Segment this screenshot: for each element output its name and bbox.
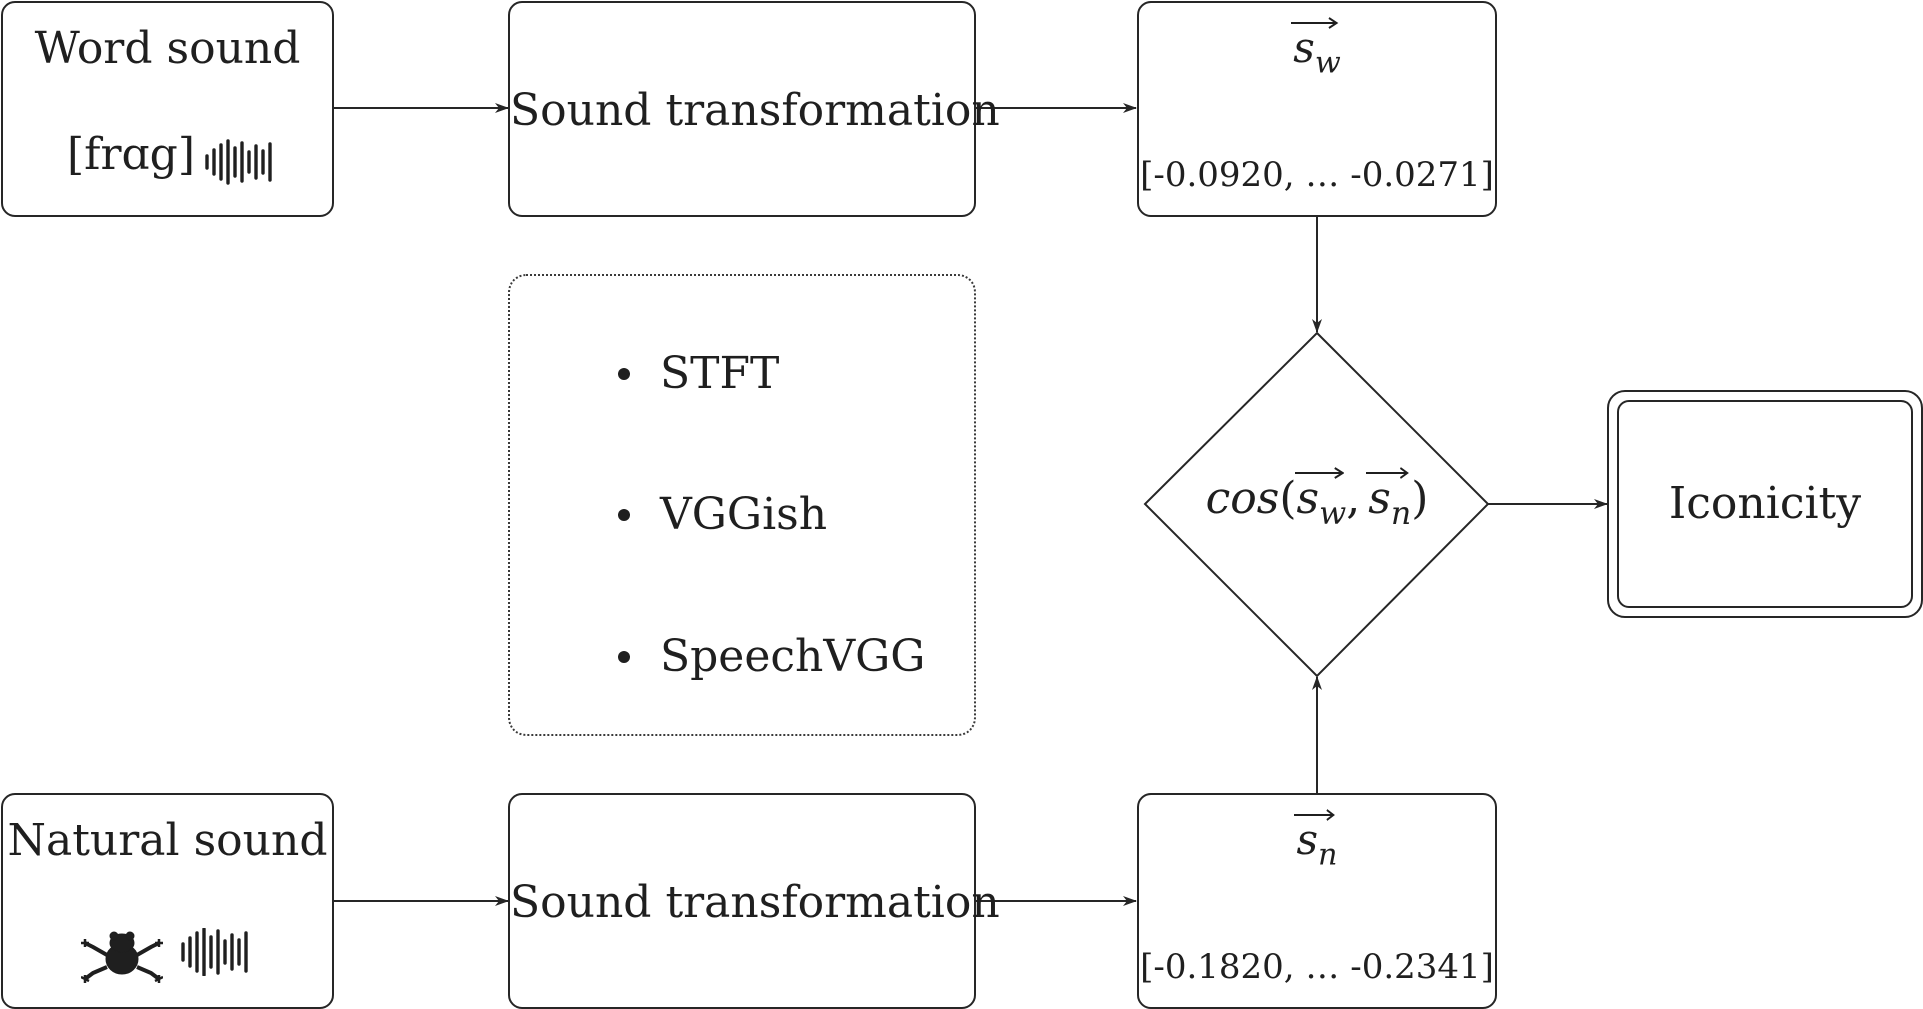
audio-waveform-icon xyxy=(205,139,272,185)
natural-sound-box: Natural sound xyxy=(1,793,334,1009)
vector-letter: s xyxy=(1368,473,1391,524)
audio-waveform-icon xyxy=(181,928,248,976)
vector-arrow-icon xyxy=(1294,809,1336,821)
vector-n-values: [-0.1820, … -0.2341] xyxy=(1140,947,1494,987)
method-item: SpeechVGG xyxy=(618,631,925,682)
vector-letter: s xyxy=(1296,473,1320,524)
vector-w-subscript: w xyxy=(1314,45,1341,81)
method-label: STFT xyxy=(660,348,780,399)
word-sound-ipa: [frɑg] xyxy=(67,129,195,180)
vector-n-notation: sn xyxy=(1294,809,1338,873)
vector-arrow-icon xyxy=(1294,467,1345,479)
vector-w-values: [-0.0920, … -0.0271] xyxy=(1140,155,1494,195)
vector-w-symbol: sw xyxy=(1139,17,1495,81)
vector-n-box: sn [-0.1820, … -0.2341] xyxy=(1137,793,1497,1009)
cosine-similarity-formula: cos( sw , sn ) xyxy=(1145,467,1489,533)
method-item: VGGish xyxy=(618,489,827,540)
method-label: SpeechVGG xyxy=(660,631,926,682)
natural-sound-title: Natural sound xyxy=(7,815,328,866)
vector-n-letter: s xyxy=(1296,815,1319,864)
vector-w-box: sw [-0.0920, … -0.0271] xyxy=(1137,1,1497,217)
iconicity-outer-box: Iconicity xyxy=(1607,390,1923,618)
bullet-icon xyxy=(618,650,630,663)
sound-transformation-box-bottom: Sound transformation xyxy=(508,793,1000,1009)
close-paren: ) xyxy=(1411,473,1429,524)
sound-transformation-label: Sound transformation xyxy=(510,877,1000,928)
similarity-diamond xyxy=(1143,331,1490,678)
sound-transformation-box-top: Sound transformation xyxy=(508,1,1000,217)
vector-subscript: w xyxy=(1319,496,1347,533)
word-sound-box: Word sound [frɑg] xyxy=(1,1,334,217)
sound-transformation-label: Sound transformation xyxy=(510,85,1000,136)
vector-n-notation: sn xyxy=(1366,467,1412,533)
frog-icon xyxy=(81,931,163,983)
bullet-icon xyxy=(618,367,630,380)
method-label: VGGish xyxy=(660,489,828,540)
vector-arrow-icon xyxy=(1291,17,1339,29)
vector-w-notation: sw xyxy=(1294,467,1347,533)
cos-function: cos xyxy=(1205,473,1280,524)
word-sound-title: Word sound xyxy=(34,23,301,74)
open-paren: ( xyxy=(1279,473,1297,524)
vector-arrow-icon xyxy=(1366,467,1410,479)
bullet-icon xyxy=(618,508,630,521)
iconicity-inner-box: Iconicity xyxy=(1617,400,1913,608)
vector-n-symbol: sn xyxy=(1139,809,1495,873)
method-item: STFT xyxy=(618,348,779,399)
separator: , xyxy=(1346,473,1361,524)
vector-n-subscript: n xyxy=(1318,837,1338,873)
vector-w-notation: sw xyxy=(1291,17,1341,81)
vector-w-letter: s xyxy=(1293,23,1315,72)
methods-box: STFT VGGish SpeechVGG xyxy=(508,274,976,736)
vector-subscript: n xyxy=(1390,496,1412,533)
iconicity-label: Iconicity xyxy=(1668,478,1862,529)
